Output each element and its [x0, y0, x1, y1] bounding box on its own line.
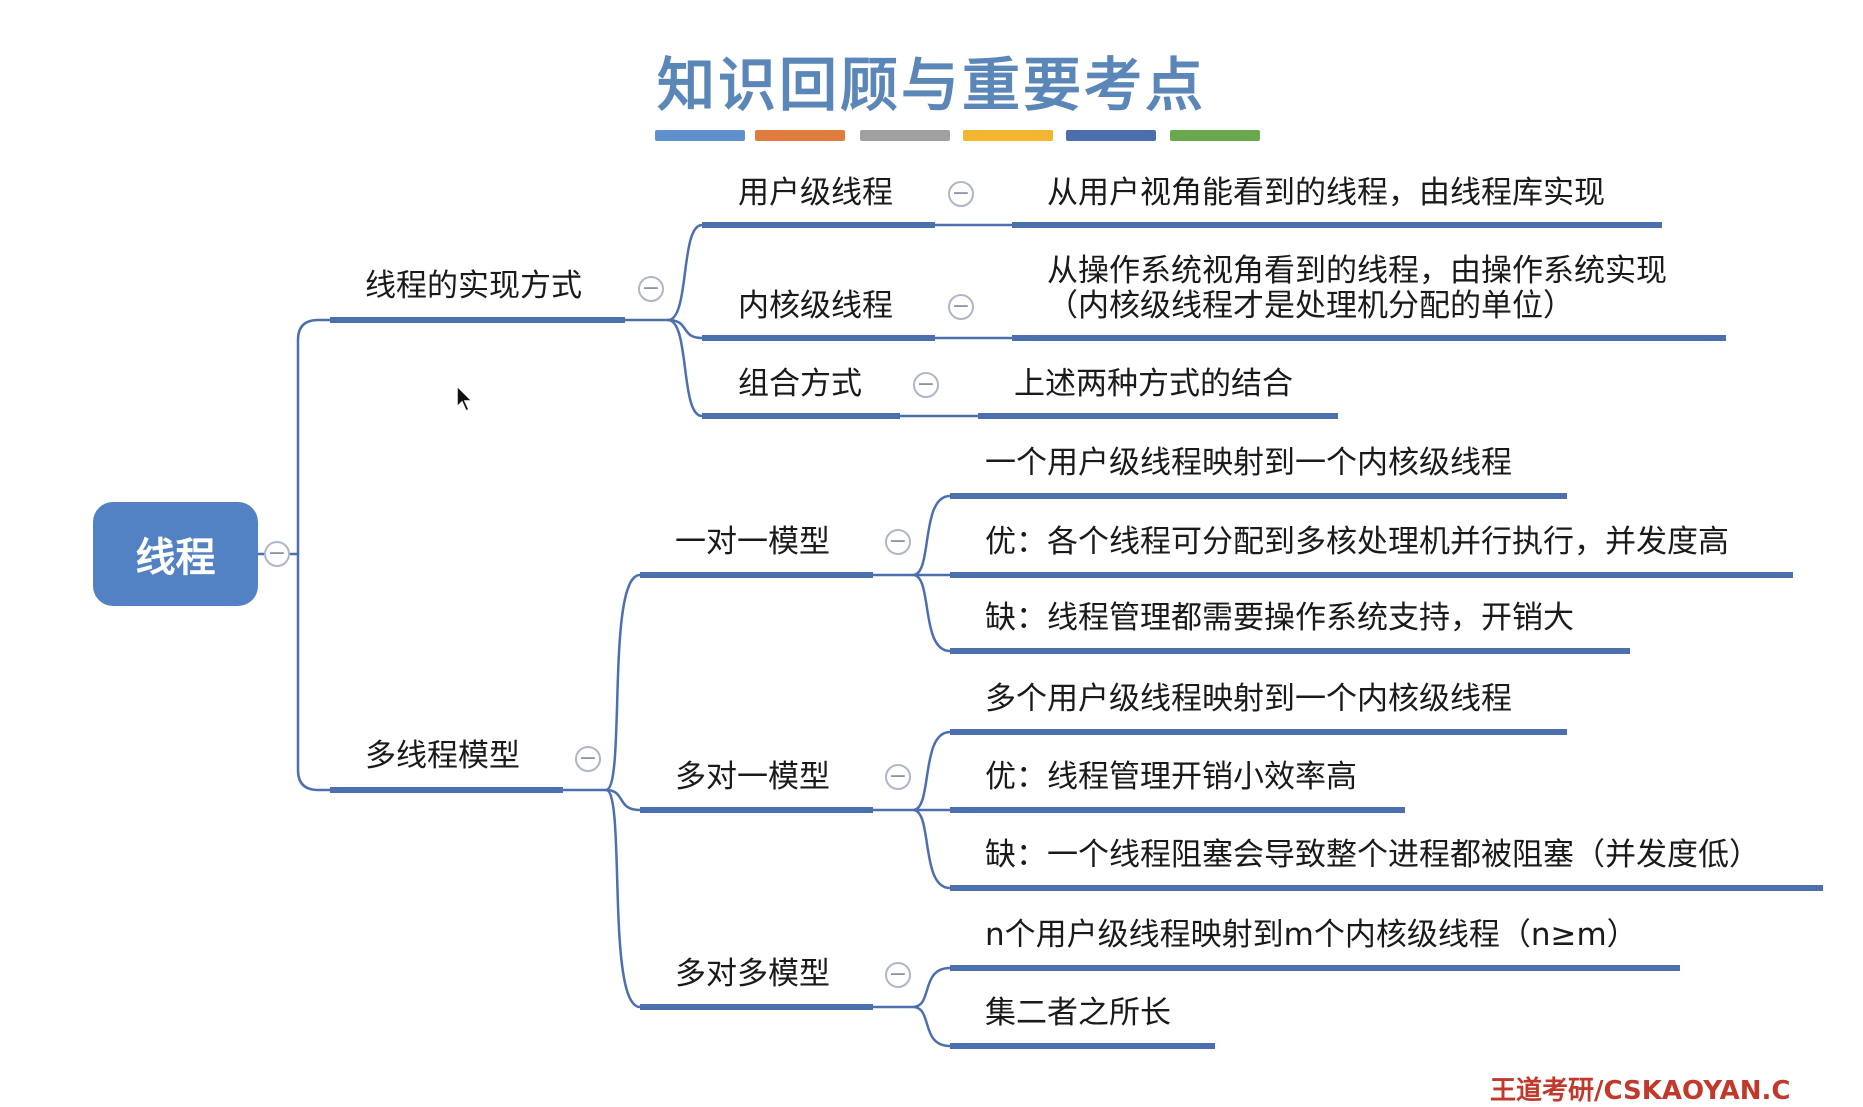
item-underline-many-to-many-summary	[950, 1043, 1215, 1049]
connector-impl-kernel	[666, 318, 704, 340]
color-bar-6	[1170, 130, 1260, 141]
item-one-to-one-def: 一个用户级线程映射到一个内核级线程	[985, 445, 1512, 481]
node-label-one-to-one: 一对一模型	[675, 524, 830, 560]
connector-model-many-one	[604, 788, 642, 812]
branch-label-impl: 线程的实现方式	[365, 268, 582, 304]
connector-one-items	[871, 494, 952, 653]
branch-underline-impl	[330, 317, 625, 323]
connector-impl-combo	[666, 318, 704, 418]
node-label-user-thread: 用户级线程	[738, 175, 893, 211]
collapse-toggle-one-to-one[interactable]: −	[885, 529, 911, 555]
detail-combo: 上述两种方式的结合	[1014, 366, 1293, 402]
connector-root-impl	[256, 318, 332, 556]
collapse-toggle-model[interactable]: −	[575, 746, 601, 772]
mindmap-connectors	[256, 223, 1014, 1048]
detail-kernel-thread-line2: （内核级线程才是处理机分配的单位）	[1047, 288, 1574, 324]
connector-model-many-many	[604, 788, 642, 1009]
item-underline-many-to-one-def	[950, 729, 1567, 735]
color-bar-3	[860, 130, 950, 141]
node-label-kernel-thread: 内核级线程	[738, 288, 893, 324]
node-underline-user-thread	[702, 222, 935, 228]
node-underline-combo	[702, 413, 900, 419]
item-many-to-one-pro: 优：线程管理开销小效率高	[985, 759, 1357, 795]
connector-manyone-items	[871, 730, 952, 890]
collapse-toggle-many-to-one[interactable]: −	[885, 764, 911, 790]
detail-underline-user-thread	[1012, 222, 1662, 228]
item-underline-one-to-one-pro	[950, 572, 1793, 578]
watermark-text: 王道考研/CSKAOYAN.C	[1490, 1076, 1791, 1106]
item-many-to-many-summary: 集二者之所长	[985, 995, 1171, 1031]
detail-kernel-thread-line1: 从操作系统视角看到的线程，由操作系统实现	[1047, 253, 1667, 289]
color-bar-2	[755, 130, 845, 141]
detail-user-thread: 从用户视角能看到的线程，由线程库实现	[1047, 175, 1605, 211]
node-label-many-to-many: 多对多模型	[675, 956, 830, 992]
collapse-toggle-kernel-thread[interactable]: −	[948, 294, 974, 320]
node-label-many-to-one: 多对一模型	[675, 759, 830, 795]
branch-label-model: 多线程模型	[365, 738, 520, 774]
color-bar-4	[963, 130, 1053, 141]
connector-impl-user	[623, 223, 704, 322]
branch-underline-model	[330, 787, 563, 793]
node-underline-kernel-thread	[702, 335, 935, 341]
root-node[interactable]: 线程	[93, 502, 258, 606]
item-many-to-one-con: 缺：一个线程阻塞会导致整个进程都被阻塞（并发度低）	[985, 837, 1760, 873]
color-bar-1	[655, 130, 745, 141]
item-many-to-many-def: n个用户级线程映射到m个内核级线程（n≥m）	[985, 917, 1638, 953]
collapse-toggle-many-to-many[interactable]: −	[885, 962, 911, 988]
item-one-to-one-pro: 优：各个线程可分配到多核处理机并行执行，并发度高	[985, 524, 1729, 560]
item-one-to-one-con: 缺：线程管理都需要操作系统支持，开销大	[985, 600, 1574, 636]
collapse-toggle-user-thread[interactable]: −	[948, 181, 974, 207]
item-underline-one-to-one-def	[950, 493, 1567, 499]
node-underline-many-to-one	[640, 807, 873, 813]
collapse-toggle-impl[interactable]: −	[638, 276, 664, 302]
item-underline-one-to-one-con	[950, 648, 1630, 654]
item-underline-many-to-many-def	[950, 965, 1680, 971]
node-underline-many-to-many	[640, 1004, 873, 1010]
detail-underline-kernel-thread	[1012, 335, 1726, 341]
item-underline-many-to-one-con	[950, 885, 1823, 891]
item-many-to-one-def: 多个用户级线程映射到一个内核级线程	[985, 681, 1512, 717]
mouse-cursor-icon	[456, 385, 474, 413]
page-title: 知识回顾与重要考点	[656, 51, 1206, 119]
node-label-combo: 组合方式	[738, 366, 862, 402]
item-underline-many-to-one-pro	[950, 807, 1405, 813]
collapse-toggle-combo[interactable]: −	[913, 372, 939, 398]
connector-model-one	[561, 573, 642, 792]
connector-root-model	[296, 552, 332, 792]
connector-manymany-items	[871, 966, 952, 1048]
color-bar-5	[1066, 130, 1156, 141]
collapse-toggle-root[interactable]: −	[264, 541, 290, 567]
detail-underline-combo	[978, 413, 1338, 419]
node-underline-one-to-one	[640, 572, 873, 578]
